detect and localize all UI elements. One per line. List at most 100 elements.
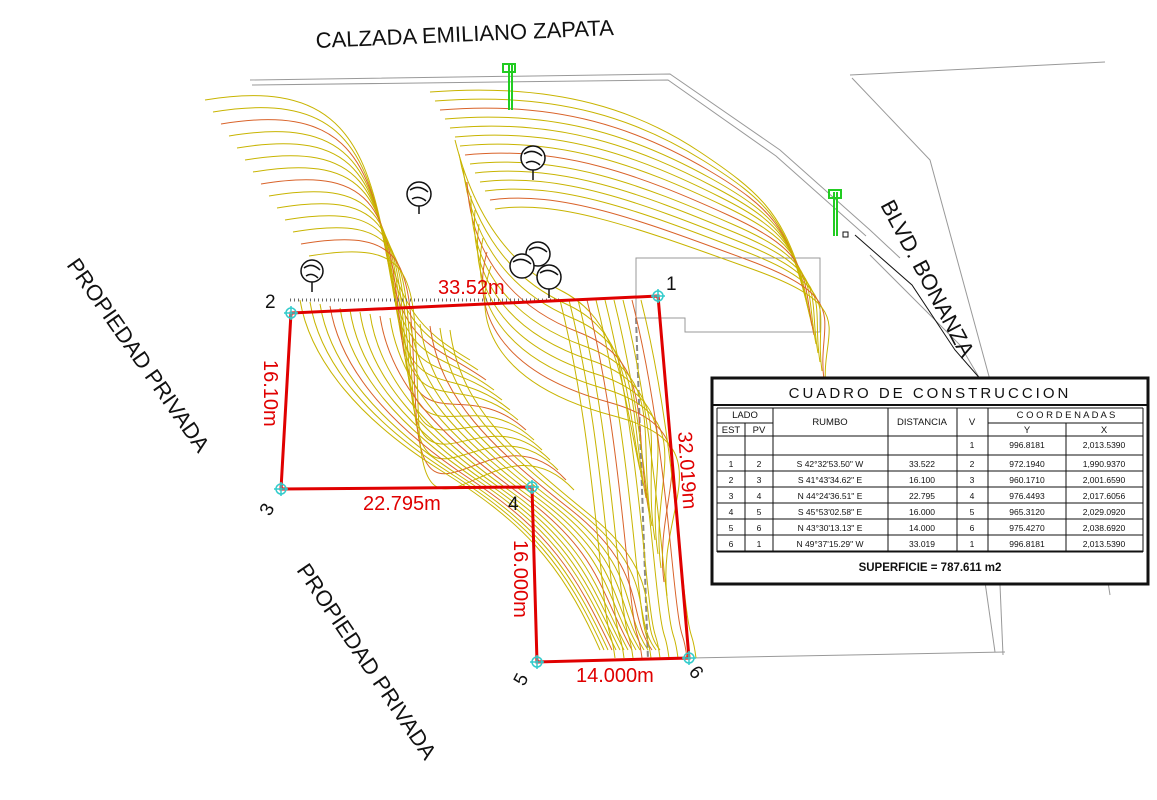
table-cell-pv: 1: [757, 539, 762, 549]
contour-line: [329, 305, 613, 651]
contour-line: [494, 206, 830, 390]
table-cell-pv: 3: [757, 475, 762, 485]
contour-line: [252, 167, 519, 421]
contour-line: [454, 134, 811, 318]
table-cell-distancia: 14.000: [909, 523, 935, 533]
vertex-label-4: 4: [508, 494, 519, 515]
vertex-crosshair: [274, 482, 288, 496]
contour-line: [276, 203, 543, 451]
header-distancia: DISTANCIA: [897, 417, 948, 428]
table-cell-v: 5: [970, 507, 975, 517]
table-cell-pv: 6: [757, 523, 762, 533]
table-cell-est: 1: [729, 459, 734, 469]
contour-line: [429, 89, 801, 273]
construction-table: CUADRO DE CONSTRUCCION LADO EST PV RUMBO…: [710, 376, 1150, 586]
contour-line: [466, 181, 650, 513]
table-cell-distancia: 16.000: [909, 507, 935, 517]
table-cell-distancia: 22.795: [909, 491, 935, 501]
first-row-x: 2,013.5390: [1083, 440, 1126, 450]
contour-line: [622, 299, 679, 659]
header-v: V: [969, 417, 976, 428]
superficie-total: SUPERFICIE = 787.611 m2: [859, 562, 1002, 574]
contour-line: [484, 265, 680, 597]
contour-line: [379, 315, 633, 651]
contour-line: [260, 179, 527, 431]
first-row-v: 1: [970, 440, 975, 450]
contour-line: [449, 329, 661, 651]
contour-line: [604, 299, 661, 659]
table-cell-y: 965.3120: [1009, 507, 1045, 517]
dashed-line: [635, 317, 649, 661]
contour-line: [477, 223, 659, 555]
table-cell-v: 1: [970, 539, 975, 549]
vertex-crosshair: [284, 306, 298, 320]
table-cell-rumbo: N 44°24'36.51" E: [798, 491, 863, 501]
contour-line: [473, 209, 656, 541]
table-cell-distancia: 33.019: [909, 539, 935, 549]
table-cell-y: 960.1710: [1009, 475, 1045, 485]
vertex-label-2: 2: [265, 292, 276, 313]
road-outlines: [249, 61, 1111, 659]
header-lado: LADO: [732, 410, 758, 421]
contour-line: [439, 327, 657, 651]
contour-line: [339, 307, 617, 651]
contour-line: [429, 325, 653, 651]
tree-trunks: [311, 170, 550, 298]
header-rumbo: RUMBO: [812, 417, 847, 428]
header-pv: PV: [753, 425, 766, 436]
table-cell-v: 4: [970, 491, 975, 501]
vertex-label-1: 1: [666, 274, 677, 295]
vertex-crosshair: [530, 655, 544, 669]
contour-line: [568, 299, 625, 659]
contour-line: [300, 239, 567, 481]
contour-line: [631, 299, 688, 659]
contour-line: [349, 309, 621, 651]
table-cell-v: 6: [970, 523, 975, 533]
tree-icon-group: [300, 145, 562, 290]
table-cell-pv: 2: [757, 459, 762, 469]
property-label-left: PROPIEDAD PRIVADA: [62, 254, 215, 458]
utility-pole-icon: [828, 189, 849, 238]
contour-line: [204, 95, 471, 361]
table-cell-est: 4: [729, 507, 734, 517]
table-cell-est: 5: [729, 523, 734, 533]
dimension-label: 32.019m: [673, 431, 700, 510]
vertex-crosshair: [525, 480, 539, 494]
contour-line: [439, 107, 805, 291]
table-cell-y: 976.4493: [1009, 491, 1045, 501]
contour-line: [469, 161, 817, 345]
contour-line: [268, 191, 535, 441]
table-cell-rumbo: S 45°53'02.58" E: [798, 507, 863, 517]
contour-line: [586, 299, 643, 659]
vertex-label-5: 5: [510, 670, 534, 689]
dimension-label: 33.52m: [438, 277, 505, 299]
table-title: CUADRO DE CONSTRUCCION: [789, 385, 1072, 402]
table-cell-y: 996.8181: [1009, 539, 1045, 549]
header-coordenadas: C O O R D E N A D A S: [1017, 410, 1116, 421]
table-cell-pv: 5: [757, 507, 762, 517]
table-cell-est: 6: [729, 539, 734, 549]
tree-icon: [509, 253, 535, 279]
table-cell-distancia: 33.522: [909, 459, 935, 469]
table-cell-x: 2,029.0920: [1083, 507, 1126, 517]
contour-line: [577, 299, 634, 659]
property-label-bottom: PROPIEDAD PRIVADA: [292, 559, 442, 764]
contour-line: [399, 319, 641, 651]
tree-icon: [520, 145, 546, 171]
table-cell-pv: 4: [757, 491, 762, 501]
contour-line: [319, 303, 609, 651]
contour-lines: [204, 89, 830, 659]
table-cell-rumbo: S 41°43'34.62" E: [798, 475, 863, 485]
tree-icon: [536, 264, 562, 290]
vertex-markers: [274, 289, 696, 669]
table-cell-x: 2,038.6920: [1083, 523, 1126, 533]
table-cell-y: 975.4270: [1009, 523, 1045, 533]
contour-line: [484, 188, 823, 372]
header-y: Y: [1024, 425, 1031, 436]
table-cell-rumbo: S 42°32'53.50" W: [797, 459, 864, 469]
contour-line: [479, 179, 821, 363]
table-cell-x: 1,990.9370: [1083, 459, 1126, 469]
table-cell-x: 2,013.5390: [1083, 539, 1126, 549]
